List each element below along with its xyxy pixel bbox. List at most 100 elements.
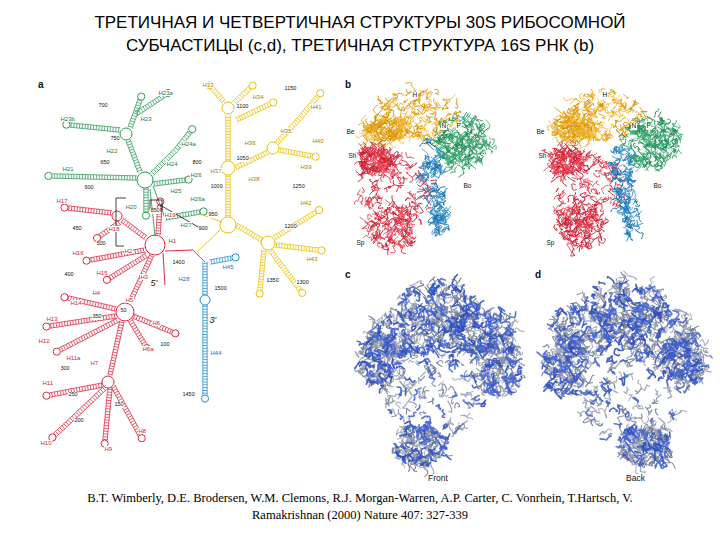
ribbon-strand — [599, 239, 605, 244]
ribbon-strand — [590, 99, 593, 102]
ribbon-strand — [599, 213, 603, 219]
rna-loop — [138, 435, 145, 442]
rna-loop — [83, 257, 90, 264]
rna-loop — [318, 247, 325, 254]
ribbon-strand — [382, 225, 385, 227]
rna-loop — [220, 217, 236, 233]
rna-helix — [210, 87, 225, 104]
ribbon-strand — [405, 90, 411, 96]
backbone-line — [163, 253, 165, 285]
ribbon-strand — [544, 163, 551, 171]
rna-loop — [267, 142, 279, 154]
ribbon-strand — [405, 203, 411, 209]
rna-helix — [203, 305, 207, 395]
backbone-line — [165, 250, 193, 251]
ribbon-strand — [439, 187, 446, 190]
ribbon-strand — [579, 246, 582, 252]
rna-loop — [112, 211, 122, 221]
ribbon-strand — [380, 171, 382, 182]
rna-helix — [144, 188, 148, 212]
ribbon-strand — [671, 144, 674, 148]
ribbon-strand — [595, 171, 601, 172]
ribbon-strand — [378, 205, 383, 208]
ribbon-strand — [417, 100, 424, 110]
rna-helix — [121, 218, 148, 240]
rna-loop — [232, 254, 239, 261]
ribbon-strand — [601, 185, 608, 194]
ribbon-strand — [556, 188, 559, 192]
rna-loop — [145, 235, 165, 255]
ribbon-strand — [418, 206, 423, 213]
ribbon-strand — [361, 197, 363, 204]
rna-helix — [235, 223, 263, 242]
rna-helix — [70, 123, 120, 132]
ribbon-strand — [399, 157, 404, 165]
ribbon-strand — [432, 109, 437, 116]
ribbon-strand — [405, 99, 409, 103]
rna-helix — [50, 314, 117, 328]
rna-helix — [103, 388, 112, 440]
ribbon-strand — [459, 169, 465, 177]
rna-loop — [200, 295, 210, 305]
ribbon-strand — [604, 166, 607, 168]
rna-loop — [142, 212, 149, 219]
rna-helix — [210, 256, 233, 264]
rna-helix — [53, 386, 106, 436]
rna-loop — [201, 395, 208, 402]
ribbon-strand — [374, 217, 376, 219]
rna-helix — [52, 174, 137, 180]
ribbon-strand — [554, 107, 563, 113]
ribbon-strand — [362, 188, 365, 193]
rna-loop — [256, 290, 263, 297]
rna-helix — [275, 243, 319, 252]
ribbon-strand — [566, 245, 572, 255]
rna-loop — [138, 93, 145, 100]
rna-helix — [226, 175, 230, 217]
rna-loop — [172, 330, 179, 337]
rna-helix — [232, 86, 251, 104]
rna-loop — [137, 172, 153, 188]
ribbon-strand — [587, 180, 594, 186]
ribbon-strand — [418, 219, 421, 225]
ribbon-strand — [377, 242, 380, 247]
ribbon-strand — [402, 177, 407, 184]
ribbon-strand — [357, 190, 362, 197]
ribbon-strand — [373, 104, 378, 115]
ribbon-strand — [354, 195, 361, 204]
rna-helix — [258, 250, 266, 290]
ribbon-strand — [608, 90, 614, 95]
ribbon-strand — [447, 113, 452, 116]
rna-loop — [221, 161, 235, 175]
rna-loop — [120, 128, 132, 140]
ribbon-strand — [455, 99, 458, 109]
ribbon-strand — [420, 117, 428, 122]
rna-loop — [63, 121, 70, 128]
ribbon-strand — [677, 125, 680, 133]
rna-loop — [222, 102, 234, 114]
rna-loop — [157, 198, 164, 205]
ribbon-strand — [610, 197, 612, 203]
ribbon-strand — [600, 203, 604, 212]
ribbon-strand — [397, 186, 402, 192]
rna-helix — [68, 206, 112, 215]
rna-loop — [189, 126, 196, 133]
backbone-line — [197, 230, 220, 252]
rna-helix — [226, 115, 230, 161]
ribbon-strand — [391, 245, 396, 253]
ribbon-strand — [474, 152, 482, 155]
rna-helix — [108, 321, 124, 376]
rna-loop — [317, 90, 324, 97]
ribbon-strand — [621, 125, 624, 132]
ribbon-strand — [383, 175, 385, 178]
ribbon-strand — [388, 225, 389, 230]
rna-helix — [126, 139, 142, 173]
rna-helix — [59, 318, 119, 352]
rna-loop — [61, 294, 68, 301]
ribbon-strand — [406, 172, 413, 182]
ribbon-strand — [477, 120, 483, 121]
ribbon-strand — [564, 97, 575, 101]
ribbon-strand — [582, 150, 585, 154]
ribbon-strand — [488, 149, 492, 154]
ribbon-strand — [606, 103, 611, 106]
